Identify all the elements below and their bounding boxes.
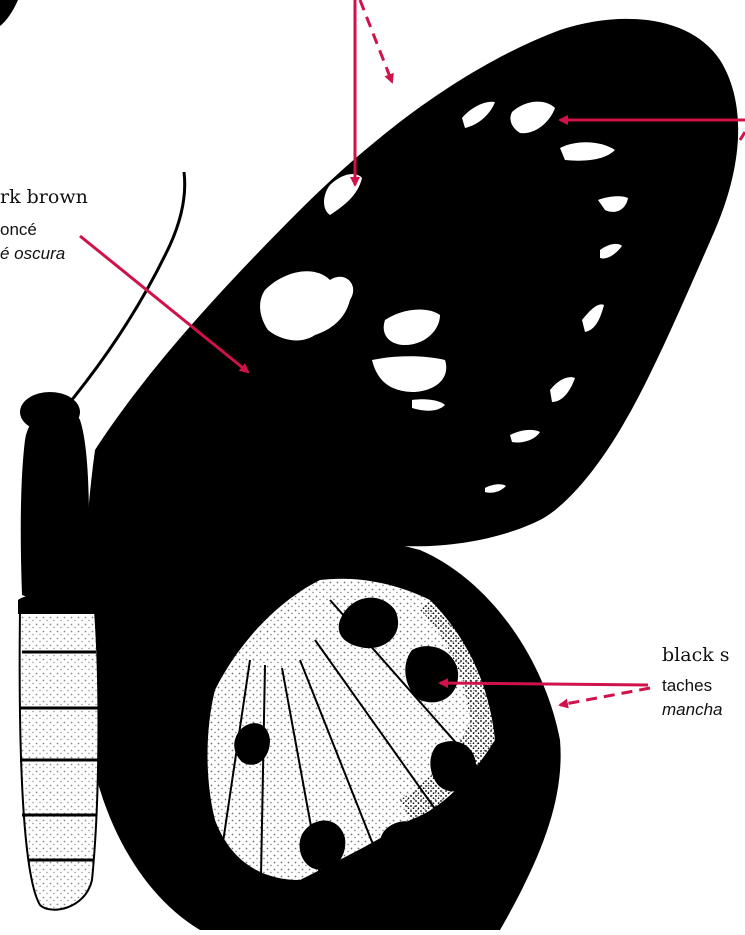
label-dark-brown-es: é oscura xyxy=(0,244,65,264)
head xyxy=(20,392,80,432)
arrow-black-spots xyxy=(440,683,648,685)
thorax xyxy=(21,408,89,600)
arrow-black-spots-dashed xyxy=(560,688,650,705)
abdomen-stipple xyxy=(20,599,99,910)
corner-fragment xyxy=(0,0,18,26)
label-black-spots-en: black s xyxy=(662,645,730,667)
arrow-right-top-tail xyxy=(740,132,745,140)
label-dark-brown-en: rk brown xyxy=(0,187,88,209)
label-dark-brown-fr: oncé xyxy=(0,220,37,240)
fore-wing xyxy=(95,19,738,546)
label-black-spots-es: mancha xyxy=(662,700,722,720)
arrow-top-dashed xyxy=(360,0,392,82)
label-black-spots-fr: taches xyxy=(662,676,712,696)
